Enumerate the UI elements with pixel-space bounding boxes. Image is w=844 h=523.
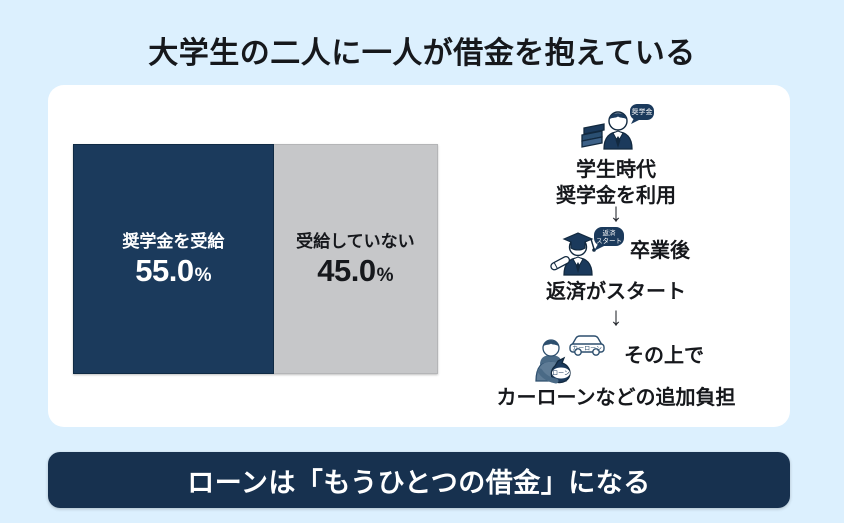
flow-arrow-2: ↓ [609,301,623,331]
student-with-books-icon: 奨学金 [581,104,654,150]
flow-step-student-era: 奨学金 学生時代 奨学金を利用 [448,99,784,209]
person-carrying-loan-bag-icon: カーローン ローン [535,335,605,384]
flow-step-additional-burden: カーローン ローン その上で カー [448,327,784,411]
car-icon: カーローン [569,335,605,356]
flow-step-after-graduation: 返済 スタート 卒業後 返済がスタート [448,223,784,305]
bar-value-group-not-received: 45.0 % [317,255,393,286]
conclusion-banner-text: ローンは「もうひとつの借金」になる [187,467,651,498]
bar-segment-not-received: 受給していない 45.0 % [273,144,438,374]
flow-step-3-line-1: その上で [624,345,704,367]
bar-value-not-received: 45.0 [317,253,376,289]
page-title: 大学生の二人に一人が借金を抱えている [148,37,696,70]
flow-arrow-1: ↓ [609,197,623,227]
flow-step-3-row: カーローン ローン その上で [448,327,784,385]
loan-bag-label: ローン [552,371,570,377]
flow-step-2-line-1: 卒業後 [630,240,690,262]
flow-step-1-line-1: 学生時代 [576,159,656,181]
content-card: 奨学金を受給 55.0 % 受給していない 45.0 % [48,85,790,427]
scholarship-bar-chart: 奨学金を受給 55.0 % 受給していない 45.0 % [73,144,438,374]
bar-unit-scholarship-received: % [194,265,212,287]
bubble-text-start: スタート [596,236,622,245]
bar-segment-scholarship-received: 奨学金を受給 55.0 % [73,144,274,374]
bar-unit-not-received: % [376,265,394,287]
bubble-text-scholarship: 奨学金 [632,107,653,116]
bar-label-scholarship-received: 奨学金を受給 [122,231,225,251]
bar-value-scholarship-received: 55.0 [135,253,194,289]
bar-label-not-received: 受給していない [296,231,415,251]
flow-step-1-line-2: 奨学金を利用 [556,185,676,207]
flow-step-2-row: 返済 スタート 卒業後 [448,223,784,279]
flow-step-1-text: 学生時代 奨学金を利用 [448,157,784,209]
car-loan-label: カーローン [572,346,602,353]
conclusion-banner: ローンは「もうひとつの借金」になる [48,452,790,508]
flow-step-2-line-2: 返済がスタート [546,281,686,303]
bubble-text-repayment: 返済 [603,228,617,237]
graduate-with-diploma-icon: 返済 スタート [550,227,624,276]
bar-value-group-scholarship-received: 55.0 % [135,255,211,286]
debt-flow-diagram: 奨学金 学生時代 奨学金を利用 ↓ [448,95,784,420]
flow-step-3-line-2: カーローンなどの追加負担 [496,387,736,409]
